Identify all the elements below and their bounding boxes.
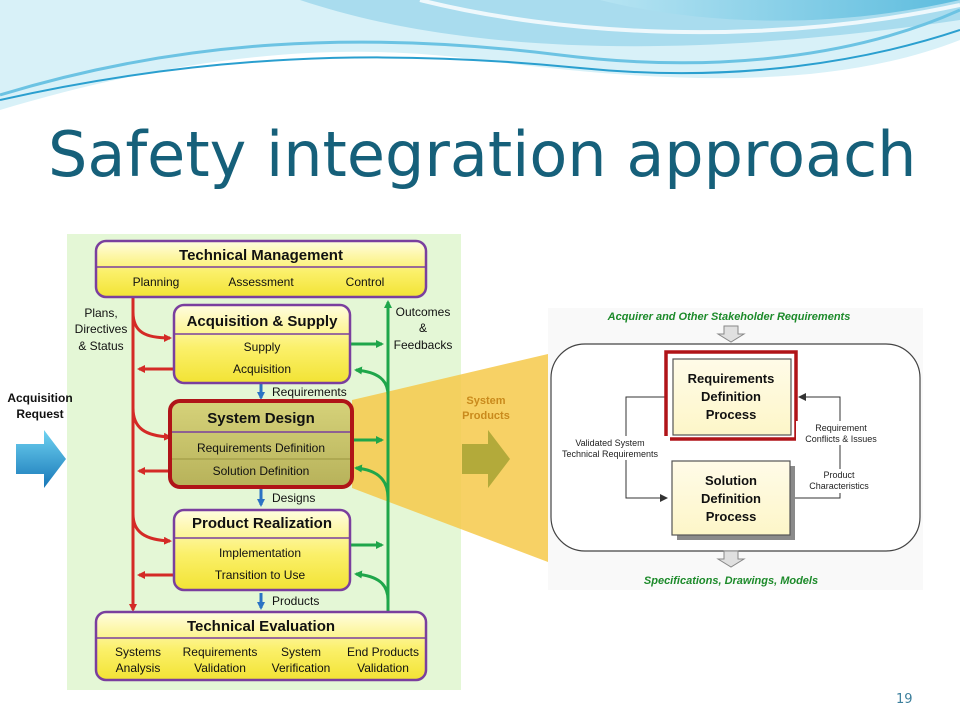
outcomes-label-line1: Outcomes <box>396 305 451 319</box>
te-col2-line1: Requirements <box>183 645 258 659</box>
acquisition-supply-title: Acquisition & Supply <box>187 313 338 330</box>
zoom-projection <box>352 354 548 562</box>
validated-label-bg <box>560 436 670 460</box>
technical-evaluation-box: Technical Evaluation Systems Analysis Re… <box>94 610 428 682</box>
system-products-arrow <box>462 430 510 488</box>
slide-title: Safety integration approach <box>48 118 917 191</box>
te-col4-line1: End Products <box>347 645 419 659</box>
green-back-acq <box>354 366 390 396</box>
requirements-definition-box <box>672 358 792 436</box>
characteristics-line2: Characteristics <box>809 481 869 491</box>
pr-transition: Transition to Use <box>215 568 306 582</box>
acquirer-requirements-label: Acquirer and Other Stakeholder Requireme… <box>607 311 851 323</box>
sol-def-line3: Process <box>706 509 757 524</box>
te-col1-line1: Systems <box>115 645 161 659</box>
tm-control: Control <box>346 275 385 289</box>
te-col3-line1: System <box>281 645 321 659</box>
technical-management-title: Technical Management <box>179 247 343 264</box>
header-waves <box>0 0 960 110</box>
green-back-prod <box>354 570 390 601</box>
characteristics-label-bg <box>804 469 876 493</box>
sol-def-line1: Solution <box>705 473 757 488</box>
conflicts-line1: Requirement <box>815 423 867 433</box>
plans-label-line1: Plans, <box>84 306 117 320</box>
validated-line1: Validated System <box>575 438 644 448</box>
sd-requirements-definition: Requirements Definition <box>197 441 325 455</box>
acquisition-request-line2: Request <box>16 407 63 421</box>
plans-arrow-sysdesign <box>131 407 172 441</box>
sol-def-line2: Definition <box>701 491 761 506</box>
acquisition-supply-box: Acquisition & Supply Supply Acquisition <box>172 303 352 385</box>
plans-label-line2: Directives <box>75 322 128 336</box>
outcomes-label-line3: Feedbacks <box>394 338 453 352</box>
bottom-output-arrow <box>716 550 746 568</box>
product-realization-title: Product Realization <box>192 515 332 532</box>
te-col1-line2: Analysis <box>116 661 161 675</box>
plans-arrow-prod <box>131 513 172 545</box>
req-def-line1: Requirements <box>688 371 775 386</box>
conflicts-line2: Conflicts & Issues <box>805 434 877 444</box>
te-col4-line2: Validation <box>357 661 409 675</box>
system-products-line1: System <box>466 395 505 407</box>
tm-planning: Planning <box>133 275 180 289</box>
req-def-line3: Process <box>706 407 757 422</box>
page-number: 19 <box>896 692 913 707</box>
pr-implementation: Implementation <box>219 546 301 560</box>
te-col3-line2: Verification <box>272 661 331 675</box>
acquisition-request-arrow <box>16 430 66 488</box>
plans-label-line3: & Status <box>78 339 123 353</box>
conflicts-label-bg <box>796 421 882 445</box>
requirements-definition-highlight <box>664 350 798 441</box>
te-col2-line2: Validation <box>194 661 246 675</box>
technical-evaluation-title: Technical Evaluation <box>187 618 335 635</box>
green-back-sys <box>354 464 390 499</box>
system-design-title: System Design <box>207 410 315 427</box>
solution-definition-box <box>671 460 791 536</box>
requirements-label: Requirements <box>272 385 347 399</box>
sd-solution-definition: Solution Definition <box>213 464 310 478</box>
products-label: Products <box>272 594 319 608</box>
technical-management-box: Technical Management Planning Assessment… <box>94 239 428 299</box>
product-realization-box: Product Realization Implementation Trans… <box>172 508 352 592</box>
outcomes-label-line2: & <box>419 321 427 335</box>
designs-label: Designs <box>272 491 315 505</box>
plans-arrow-acq <box>131 311 172 342</box>
acquisition-request-line1: Acquisition <box>7 391 72 405</box>
acq-supply-item: Supply <box>244 340 281 354</box>
validated-line2: Technical Requirements <box>562 449 659 459</box>
system-design-box: System Design Requirements Definition So… <box>168 399 354 489</box>
req-def-line2: Definition <box>701 389 761 404</box>
acq-acquisition-item: Acquisition <box>233 362 291 376</box>
system-products-line2: Products <box>462 410 510 422</box>
tm-assessment: Assessment <box>228 275 294 289</box>
conflicts-flow-line <box>792 393 841 499</box>
characteristics-line1: Product <box>823 470 855 480</box>
specifications-label: Specifications, Drawings, Models <box>644 575 818 587</box>
top-input-arrow <box>716 325 746 343</box>
